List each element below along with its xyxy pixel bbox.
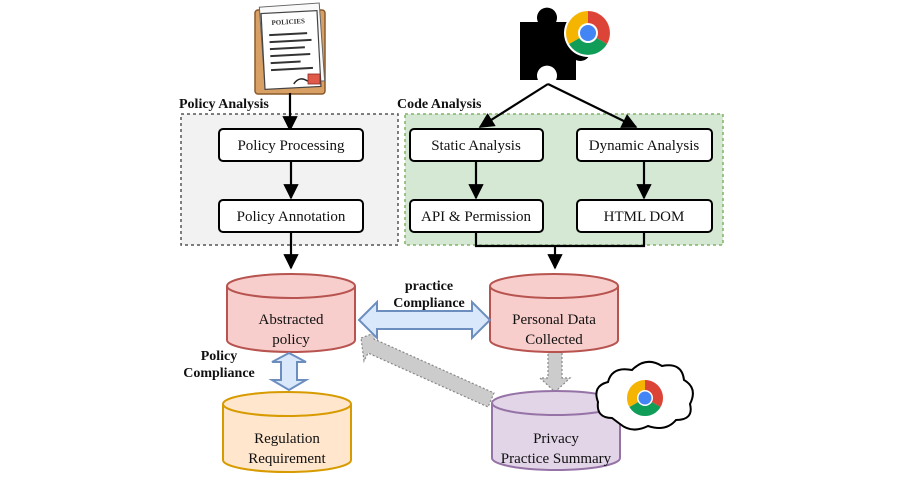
practice-compliance-arrow	[357, 299, 492, 341]
abstracted-policy-db: Abstracted policy	[226, 273, 356, 353]
policy-annotation-label: Policy Annotation	[237, 209, 346, 225]
practice-compliance-label-line1: practice	[405, 279, 453, 294]
regulation-line2: Requirement	[248, 451, 326, 467]
policy-icon-title: POLICIES	[271, 17, 305, 27]
policy-document-icon: POLICIES	[254, 2, 326, 95]
api-permission-label: API & Permission	[421, 209, 532, 225]
policy-compliance-arrow	[268, 351, 310, 392]
privacy-summary-db: Privacy Practice Summary	[491, 390, 621, 471]
html-dom-label: HTML DOM	[604, 209, 685, 225]
arrow-extension-to-static	[478, 83, 549, 128]
policy-compliance-label-line1: Policy	[201, 349, 238, 364]
privacy-summary-line1: Privacy	[533, 431, 579, 447]
gray-arrow-personal-to-summary	[538, 350, 572, 393]
personal-data-db: Personal Data Collected	[489, 273, 619, 353]
arrow-extension-to-dynamic	[547, 83, 638, 128]
policy-compliance-label-line2: Compliance	[183, 366, 255, 381]
static-analysis-label: Static Analysis	[431, 138, 521, 154]
regulation-line1: Regulation	[254, 431, 320, 447]
code-analysis-title: Code Analysis	[397, 97, 482, 112]
merge-connector	[474, 232, 646, 248]
abstracted-policy-line1: Abstracted	[259, 312, 324, 328]
dynamic-analysis-label: Dynamic Analysis	[589, 138, 700, 154]
chrome-cloud-icon	[595, 360, 694, 431]
regulation-requirement-db: Regulation Requirement	[222, 391, 352, 473]
chrome-extension-puzzle-icon	[520, 7, 612, 80]
privacy-summary-line2: Practice Summary	[501, 451, 612, 467]
policy-analysis-title: Policy Analysis	[179, 97, 269, 112]
policy-processing-label: Policy Processing	[237, 138, 345, 154]
practice-compliance-label-line2: Compliance	[393, 296, 465, 311]
gray-arrow-summary-to-abstracted	[360, 330, 495, 408]
personal-data-line2: Collected	[525, 332, 583, 348]
abstracted-policy-line2: policy	[272, 332, 310, 348]
personal-data-line1: Personal Data	[512, 312, 596, 328]
